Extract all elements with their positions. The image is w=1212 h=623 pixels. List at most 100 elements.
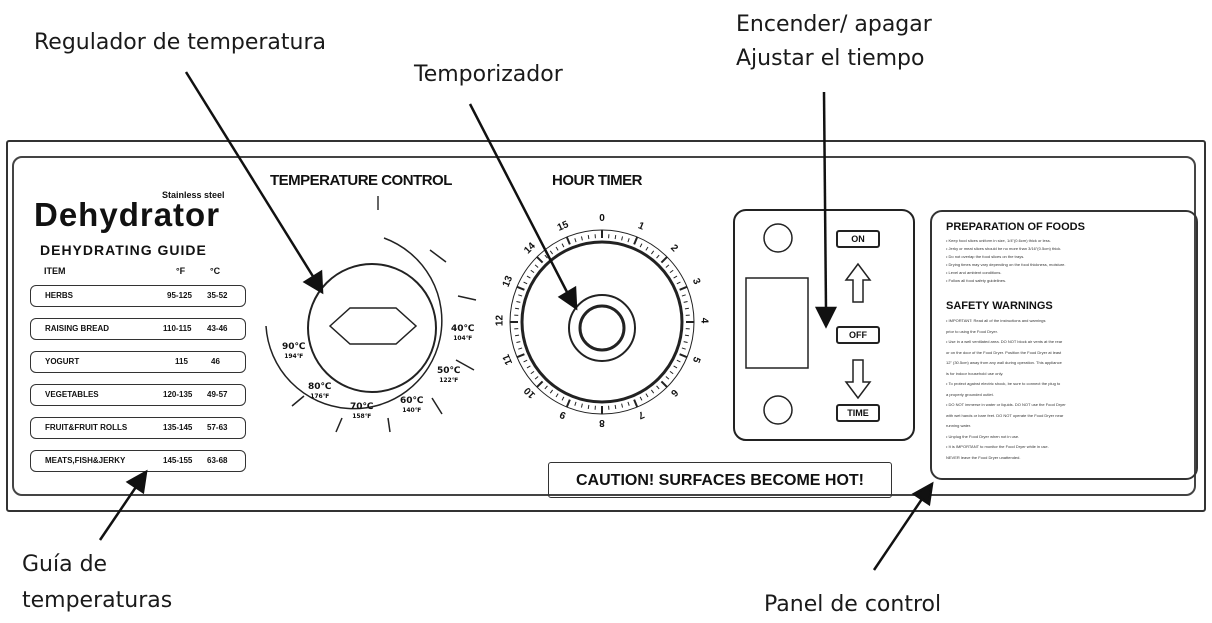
timer-tick	[518, 294, 523, 297]
guide-header-c: °C	[210, 266, 221, 276]
safety-line: 12" (30.5cm) away from any wall during o…	[946, 360, 1062, 365]
timer-dial-ring	[520, 240, 684, 404]
timer-tick	[516, 341, 521, 344]
timer-tick	[565, 399, 571, 408]
temp-mark-c: 60℃	[400, 396, 424, 406]
timer-tick	[673, 275, 678, 279]
timer-tick	[656, 254, 660, 259]
temp-mark-c: 90℃	[282, 342, 306, 352]
guide-row-f: 95-125	[167, 291, 192, 300]
guide-row-f: 120-135	[163, 390, 193, 399]
arrow-control-panel	[872, 495, 926, 571]
on-button[interactable]: ON	[836, 230, 880, 248]
temp-mark-f: 140℉	[402, 407, 422, 414]
timer-tick	[669, 269, 674, 274]
timer-tick	[518, 347, 523, 350]
timer-tick	[534, 264, 539, 268]
timer-tick	[639, 243, 643, 248]
timer-tick	[614, 404, 617, 409]
timer-tick	[561, 243, 565, 248]
safety-line: • Use in a well ventilated area. DO NOT …	[946, 339, 1063, 344]
guide-title: DEHYDRATING GUIDE	[40, 242, 207, 258]
guide-row-f: 115	[175, 357, 188, 366]
temperature-scale-divider	[455, 359, 475, 371]
guide-row-c: 63-68	[207, 456, 228, 465]
timer-tick	[633, 399, 639, 408]
temp-mark-90: 90℃ 194℉	[282, 342, 305, 362]
timer-tick	[561, 396, 565, 401]
temperature-scale-divider	[431, 397, 443, 415]
guide-row-f: 145-155	[163, 456, 193, 465]
timer-tick	[544, 385, 548, 390]
guide-header-item: ITEM	[44, 266, 66, 276]
guide-row-item: FRUIT&FRUIT ROLLS	[45, 423, 128, 432]
temp-mark-f: 104℉	[453, 335, 473, 342]
timer-tick	[684, 334, 689, 337]
mount-hole-bottom	[763, 395, 793, 425]
timer-tick	[549, 389, 554, 394]
timer-ticks	[510, 230, 694, 414]
time-button[interactable]: TIME	[836, 404, 880, 422]
timer-tick	[580, 403, 583, 408]
timer-tick	[536, 256, 544, 264]
timer-tick	[679, 353, 688, 359]
up-arrow-icon	[844, 262, 872, 303]
arrow-guide	[98, 483, 140, 541]
guide-row: MEATS,FISH&JERKY 145-155 63-68	[30, 450, 246, 472]
safety-line: is for indoor household use only.	[946, 370, 1004, 376]
temp-mark-f: 158℉	[352, 413, 372, 420]
temp-mark-c: 40℃	[451, 324, 475, 334]
timer-tick	[534, 376, 539, 380]
guide-row-item: HERBS	[45, 291, 74, 300]
timer-number: 0	[599, 213, 605, 224]
timer-tick	[660, 380, 668, 388]
callout-guide-line1: Guía de	[22, 552, 108, 577]
timer-tick	[549, 250, 554, 255]
caution-label: CAUTION! SURFACES BECOME HOT!	[548, 462, 892, 498]
timer-tick	[627, 238, 630, 243]
guide-row: HERBS 95-125 35-52	[30, 285, 246, 307]
safety-line: prior to using the Food Dryer.	[946, 328, 998, 334]
temperature-scale-arc	[265, 237, 443, 410]
timer-tick	[526, 275, 531, 279]
preparation-line: • Follow all food safety guidelines.	[946, 278, 1007, 283]
temperature-knob-grip	[328, 307, 418, 345]
timer-tick	[676, 359, 681, 363]
timer-tick	[665, 264, 670, 268]
timer-tick	[516, 353, 525, 359]
timer-tick	[684, 307, 689, 310]
timer-tick	[580, 236, 583, 241]
preparation-line: • Keep food slices uniform in size, 1/4"…	[946, 238, 1051, 243]
guide-row: RAISING BREAD 110-115 43-46	[30, 318, 246, 340]
arrow-head	[125, 469, 148, 495]
guide-row: VEGETABLES 120-135 49-57	[30, 384, 246, 406]
hour-timer-heading: HOUR TIMER	[552, 172, 643, 189]
mount-hole-top	[763, 223, 793, 253]
guide-row-c: 57-63	[207, 423, 228, 432]
preparation-line: • Drying times may vary depending on the…	[946, 262, 1066, 267]
timer-tick	[516, 285, 525, 291]
temperature-scale-divider	[335, 417, 343, 433]
temp-mark-50: 50℃ 122℉	[437, 366, 460, 386]
preparation-line: • Jerky or meat slices should be no more…	[946, 246, 1062, 251]
timer-tick	[515, 307, 520, 310]
down-arrow-icon	[844, 359, 872, 400]
off-button[interactable]: OFF	[836, 326, 880, 344]
guide-row-c: 46	[211, 357, 220, 366]
callout-adjust-time: Ajustar el tiempo	[736, 46, 925, 71]
arrow-temperature-regulator	[184, 71, 316, 279]
timer-tick	[523, 281, 528, 285]
timer-tick	[683, 300, 688, 303]
temperature-scale-divider	[291, 395, 305, 407]
display-window	[745, 277, 809, 369]
timer-tick	[650, 389, 655, 394]
timer-tick	[639, 396, 643, 401]
timer-knob-inner	[578, 304, 626, 352]
temp-mark-c: 80℃	[308, 382, 332, 392]
arrow-head	[911, 481, 934, 507]
temp-mark-c: 50℃	[437, 366, 461, 376]
callout-control-panel: Panel de control	[764, 592, 942, 617]
arrow-head	[814, 306, 838, 329]
arrow-on-off	[822, 91, 828, 311]
guide-row-c: 43-46	[207, 324, 228, 333]
